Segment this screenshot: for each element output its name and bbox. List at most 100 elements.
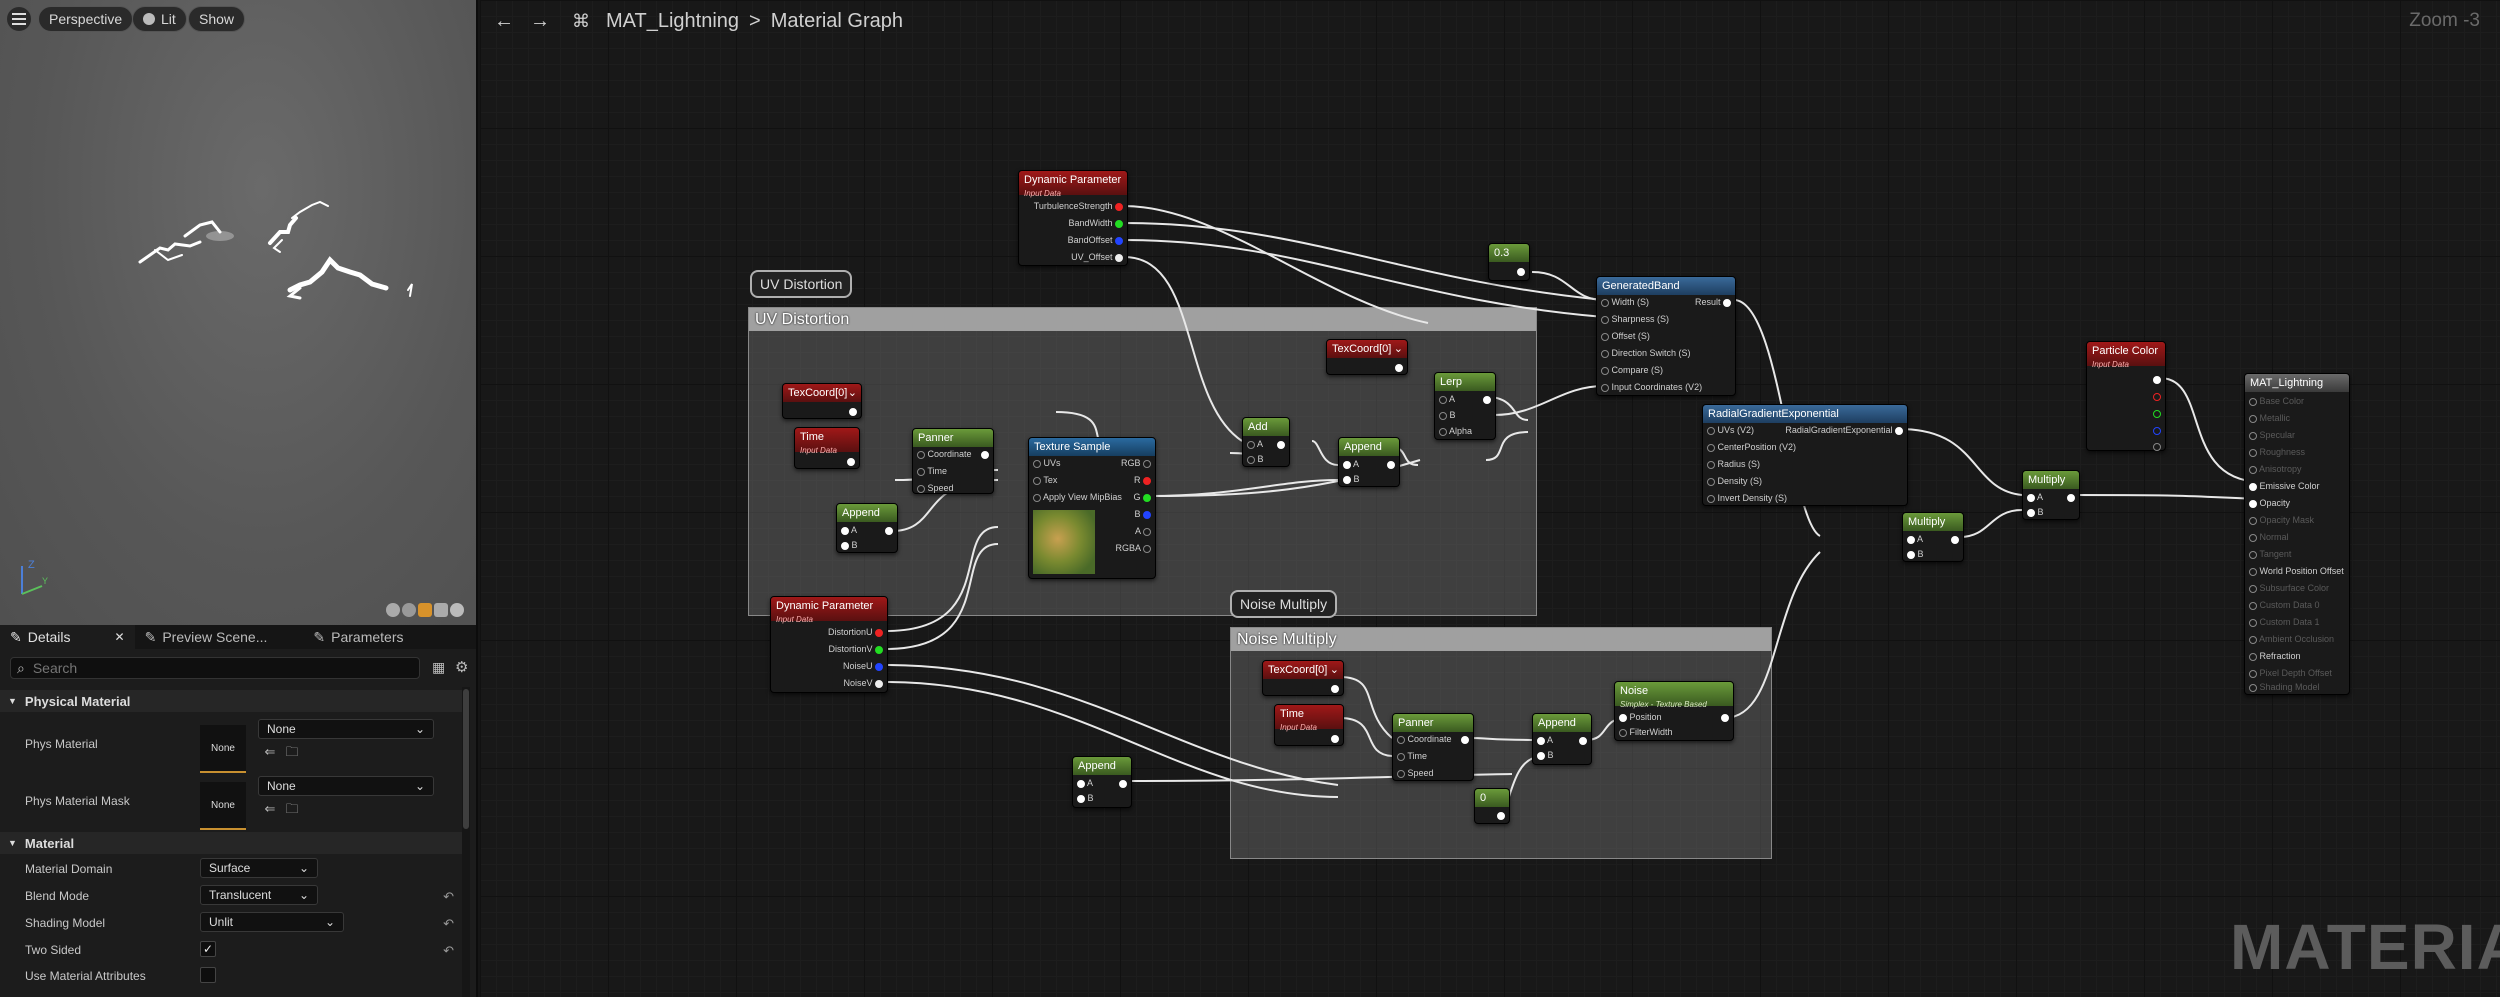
pin-output[interactable] xyxy=(1331,683,1339,693)
show-button[interactable]: Show xyxy=(188,6,246,32)
pin-compare[interactable]: Compare (S) xyxy=(1601,365,1663,375)
pin-output[interactable] xyxy=(1331,733,1339,743)
pin-radius[interactable]: Radius (S) xyxy=(1707,459,1760,469)
node-append-uv[interactable]: Append A B xyxy=(836,503,898,553)
node-material-result[interactable]: MAT_Lightning Base Color Metallic Specul… xyxy=(2244,373,2350,695)
pin-a[interactable]: A xyxy=(1135,526,1151,536)
pin-r[interactable] xyxy=(2153,391,2161,401)
pin-output[interactable] xyxy=(1483,394,1491,404)
tab-preview-scene[interactable]: ✎ Preview Scene... xyxy=(144,628,268,646)
pin-a[interactable]: A xyxy=(1439,394,1455,404)
close-icon[interactable]: ✕ xyxy=(114,630,125,644)
use-material-attributes-checkbox[interactable] xyxy=(200,967,216,983)
pin-custom-data-1[interactable]: Custom Data 1 xyxy=(2249,617,2320,627)
phys-material-mask-combo[interactable]: None⌄ xyxy=(258,776,434,796)
phys-material-thumbnail[interactable]: None xyxy=(200,725,246,773)
phys-material-combo[interactable]: None⌄ xyxy=(258,719,434,739)
pin-turbulence-strength[interactable]: TurbulenceStrength xyxy=(1034,201,1123,211)
pin-a[interactable]: A xyxy=(1907,534,1923,544)
pin-output[interactable] xyxy=(1517,266,1525,276)
teapot-icon[interactable] xyxy=(450,603,464,617)
pin-b[interactable]: B xyxy=(1134,509,1151,519)
pin-b[interactable]: B xyxy=(2027,507,2044,517)
pin-distortion-v[interactable]: DistortionV xyxy=(828,644,883,654)
pin-g[interactable]: G xyxy=(1133,492,1151,502)
hamburger-icon[interactable] xyxy=(6,6,32,32)
pin-noise-u[interactable]: NoiseU xyxy=(843,661,883,671)
scrollbar-thumb[interactable] xyxy=(463,689,469,829)
pin-output[interactable] xyxy=(1579,735,1587,745)
node-constant-0[interactable]: 0 xyxy=(1474,788,1510,824)
pin-speed[interactable]: Speed xyxy=(1397,768,1434,778)
pin-a[interactable]: A xyxy=(2027,492,2043,502)
pin-uvs[interactable]: UVs xyxy=(1033,458,1061,468)
pin-result[interactable]: Result xyxy=(1695,297,1731,307)
pin-tex[interactable]: Tex xyxy=(1033,475,1057,485)
pin-density[interactable]: Density (S) xyxy=(1707,476,1762,486)
pin-r[interactable]: R xyxy=(1134,475,1151,485)
pin-refraction[interactable]: Refraction xyxy=(2249,651,2301,661)
pin-b[interactable]: B xyxy=(1077,793,1094,803)
node-add[interactable]: Add A B xyxy=(1242,417,1290,467)
reset-arrow-icon[interactable]: ↶ xyxy=(443,916,454,931)
pin-position[interactable]: Position xyxy=(1619,712,1662,722)
cylinder-icon[interactable] xyxy=(386,603,400,617)
pin-b[interactable]: B xyxy=(1343,474,1360,484)
pin-a[interactable]: A xyxy=(841,525,857,535)
shading-model-combo[interactable]: Unlit⌄ xyxy=(200,912,344,932)
pin-time[interactable]: Time xyxy=(1397,751,1427,761)
breadcrumb-graph-name[interactable]: Material Graph xyxy=(770,9,904,32)
pin-shading-model[interactable]: Shading Model xyxy=(2249,682,2320,692)
pin-output[interactable] xyxy=(885,525,893,535)
pin-output[interactable] xyxy=(1497,810,1505,820)
search-input[interactable] xyxy=(32,660,393,676)
node-texture-sample[interactable]: Texture Sample UVs Tex Apply View MipBia… xyxy=(1028,437,1156,579)
comment-bubble-noise-multiply[interactable]: Noise Multiply xyxy=(1230,590,1338,618)
use-selected-icon[interactable]: ⇐ xyxy=(264,801,276,816)
pin-offset[interactable]: Offset (S) xyxy=(1601,331,1650,341)
preview-viewport[interactable]: Perspective Lit Show Z Y xyxy=(0,0,478,625)
node-multiply-right[interactable]: Multiply A B xyxy=(2022,470,2080,520)
pin-normal[interactable]: Normal xyxy=(2249,532,2289,542)
node-texcoord-uv[interactable]: TexCoord[0] ⌄ xyxy=(782,383,862,419)
pin-a[interactable]: A xyxy=(1537,735,1553,745)
browse-icon[interactable]: 🗀 xyxy=(285,744,299,759)
pin-band-offset[interactable]: BandOffset xyxy=(1068,235,1123,245)
pin-rgb[interactable]: RGB xyxy=(1121,458,1151,468)
use-selected-icon[interactable]: ⇐ xyxy=(264,744,276,759)
pin-band-width[interactable]: BandWidth xyxy=(1068,218,1123,228)
pin-output[interactable] xyxy=(1461,734,1469,744)
comment-bubble-uv-distortion[interactable]: UV Distortion xyxy=(750,270,853,298)
pin-g[interactable] xyxy=(2153,408,2161,418)
pin-custom-data-0[interactable]: Custom Data 0 xyxy=(2249,600,2320,610)
pin-output[interactable] xyxy=(1387,459,1395,469)
pin-output[interactable] xyxy=(1277,439,1285,449)
pin-output[interactable] xyxy=(847,456,855,466)
blend-mode-combo[interactable]: Translucent⌄ xyxy=(200,885,318,905)
node-append-bottom[interactable]: Append A B xyxy=(1072,756,1132,808)
pin-center-position[interactable]: CenterPosition (V2) xyxy=(1707,442,1796,452)
pin-emissive-color[interactable]: Emissive Color xyxy=(2249,481,2320,491)
pin-a[interactable]: A xyxy=(1077,778,1093,788)
pin-coordinate[interactable]: Coordinate xyxy=(1397,734,1452,744)
pin-b[interactable]: B xyxy=(841,540,858,550)
pin-time[interactable]: Time xyxy=(917,466,947,476)
node-append-noise[interactable]: Append A B xyxy=(1532,713,1592,765)
pin-output[interactable] xyxy=(849,406,857,416)
breadcrumb-material-name[interactable]: MAT_Lightning xyxy=(606,9,740,32)
pin-input-coordinates[interactable]: Input Coordinates (V2) xyxy=(1601,382,1702,392)
reset-arrow-icon[interactable]: ↶ xyxy=(443,943,454,958)
pin-output[interactable] xyxy=(1951,534,1959,544)
pin-invert-density[interactable]: Invert Density (S) xyxy=(1707,493,1787,503)
pin-anisotropy[interactable]: Anisotropy xyxy=(2249,464,2302,474)
pin-output[interactable] xyxy=(2067,492,2075,502)
node-generated-band[interactable]: GeneratedBand Width (S) Result Sharpness… xyxy=(1596,276,1736,396)
material-domain-combo[interactable]: Surface⌄ xyxy=(200,858,318,878)
pin-a[interactable] xyxy=(2153,441,2161,451)
reset-arrow-icon[interactable]: ↶ xyxy=(443,889,454,904)
